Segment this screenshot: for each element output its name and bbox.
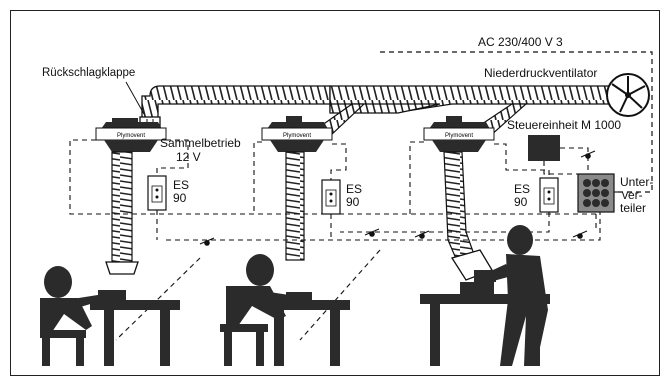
control-unit-box: [528, 135, 560, 161]
check-valve-label: Rückschlagklappe: [42, 67, 135, 80]
es90-label-3-bottom: 90: [514, 196, 527, 209]
main-duct: [142, 86, 612, 118]
supply-label: AC 230/400 V 3: [478, 36, 563, 49]
welder-1: [40, 266, 104, 366]
es90-label-1-bottom: 90: [173, 192, 186, 205]
sub-distributor: [578, 174, 614, 212]
es90-label-2-bottom: 90: [346, 196, 359, 209]
fan-label: Niederdruckventilator: [484, 67, 597, 80]
group-mode-voltage: 12 V: [176, 151, 201, 164]
control-unit-label: Steuereinheit M 1000: [507, 119, 621, 132]
arm-brand-1: Plymovent: [117, 133, 145, 139]
check-valve-leader: [126, 82, 144, 114]
es90-box-3: [540, 178, 558, 212]
group-mode-label: Sammelbetrieb: [160, 137, 241, 150]
arm-brand-3: Plymovent: [445, 133, 473, 139]
arm-brand-2: Plymovent: [283, 133, 311, 139]
extraction-arm-3: Plymovent: [424, 116, 494, 280]
fan-icon: [607, 74, 649, 116]
sub-distributor-label-3: teiler: [620, 202, 646, 215]
workbench-1: [90, 300, 180, 366]
es90-box-1: [148, 176, 166, 210]
es90-box-2: [322, 180, 340, 214]
